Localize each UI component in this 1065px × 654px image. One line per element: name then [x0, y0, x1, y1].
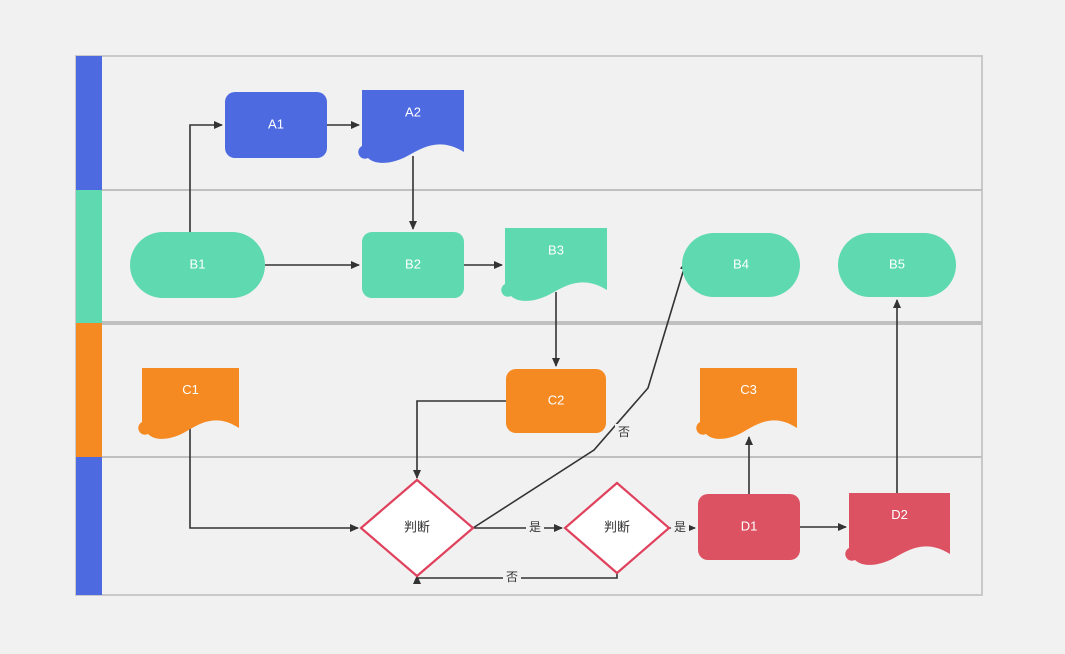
decision-shape-J1[interactable]	[359, 478, 475, 578]
node-B2[interactable]: B2	[362, 232, 464, 298]
node-B5[interactable]: B5	[838, 233, 956, 297]
node-shape-A2[interactable]	[358, 90, 464, 163]
node-shape-B5[interactable]	[838, 233, 956, 297]
edge-label-group-e-J2-D1: 是	[671, 519, 689, 537]
decision-shape-J2[interactable]	[563, 481, 671, 575]
node-shape-D1[interactable]	[698, 494, 800, 560]
lane-bar-lane-b[interactable]	[76, 190, 102, 323]
node-D1[interactable]: D1	[698, 494, 800, 560]
node-shape-D2[interactable]	[845, 493, 950, 565]
lane-bar-lane-a[interactable]	[76, 56, 102, 190]
edge-label-group-e-J2-J1: 否	[503, 569, 521, 587]
node-B1[interactable]: B1	[130, 232, 265, 298]
lane-bar-lane-d[interactable]	[76, 457, 102, 595]
node-shape-B3[interactable]	[501, 228, 607, 301]
edge-label-bg-e-J2-J1	[503, 569, 521, 587]
node-shape-B1[interactable]	[130, 232, 265, 298]
node-shape-B2[interactable]	[362, 232, 464, 298]
lane-bar-lane-c[interactable]	[76, 323, 102, 457]
node-B4[interactable]: B4	[682, 233, 800, 297]
node-shape-A1[interactable]	[225, 92, 327, 158]
edge-label-bg-e-J1-B4	[615, 424, 633, 442]
node-shape-C1[interactable]	[138, 368, 239, 439]
edge-e-C2-J1	[413, 400, 506, 479]
node-shape-B4[interactable]	[682, 233, 800, 297]
edge-label-group-e-J1-J2: 是	[526, 519, 544, 537]
lane-dividers-layer	[102, 189, 982, 458]
node-A1[interactable]: A1	[225, 92, 327, 158]
node-C2[interactable]: C2	[506, 369, 606, 433]
board-frame	[75, 55, 983, 596]
node-shape-C3[interactable]	[696, 368, 797, 439]
edge-label-group-e-J1-B4: 否	[615, 424, 633, 442]
lanes-layer	[76, 56, 102, 595]
edge-label-bg-e-J2-D1	[671, 519, 689, 537]
node-shape-C2[interactable]	[506, 369, 606, 433]
edge-label-bg-e-J1-J2	[526, 519, 544, 537]
edge-e-J1-B4	[472, 261, 688, 529]
edge-e-C1-J1	[189, 428, 359, 532]
edge-e-B1-A1	[189, 121, 223, 232]
board-layer	[75, 55, 983, 596]
